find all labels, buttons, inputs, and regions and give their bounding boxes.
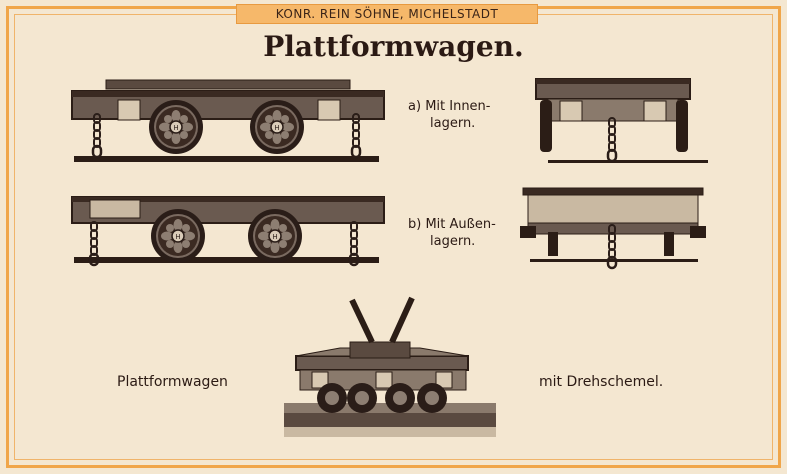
variant-b-line1: Mit Außen- — [425, 217, 496, 232]
bottom-left-caption: Plattformwagen — [117, 374, 228, 390]
wagon-end-view-inner-bearings — [535, 78, 708, 163]
variant-b-label: b) Mit Außen- lagern. — [408, 216, 496, 250]
variant-a-label: a) Mit Innen- lagern. — [408, 98, 491, 132]
bottom-right-caption: mit Drehschemel. — [539, 374, 664, 390]
platform-wagon-with-bogie — [284, 296, 496, 437]
variant-b-letter: b) — [408, 217, 422, 232]
variant-a-letter: a) — [408, 99, 422, 114]
wagon-side-view-outer-bearings — [71, 196, 385, 267]
company-header: KONR. REIN SÖHNE, MICHELSTADT — [236, 4, 538, 24]
wagon-side-view-inner-bearings — [71, 79, 385, 162]
page-title: Plattformwagen. — [263, 30, 524, 63]
variant-b-line2: lagern. — [430, 234, 476, 249]
wagon-end-view-outer-bearings — [520, 187, 706, 270]
company-name: KONR. REIN SÖHNE, MICHELSTADT — [275, 7, 499, 21]
variant-a-line2: lagern. — [430, 116, 476, 131]
variant-a-line1: Mit Innen- — [425, 99, 491, 114]
